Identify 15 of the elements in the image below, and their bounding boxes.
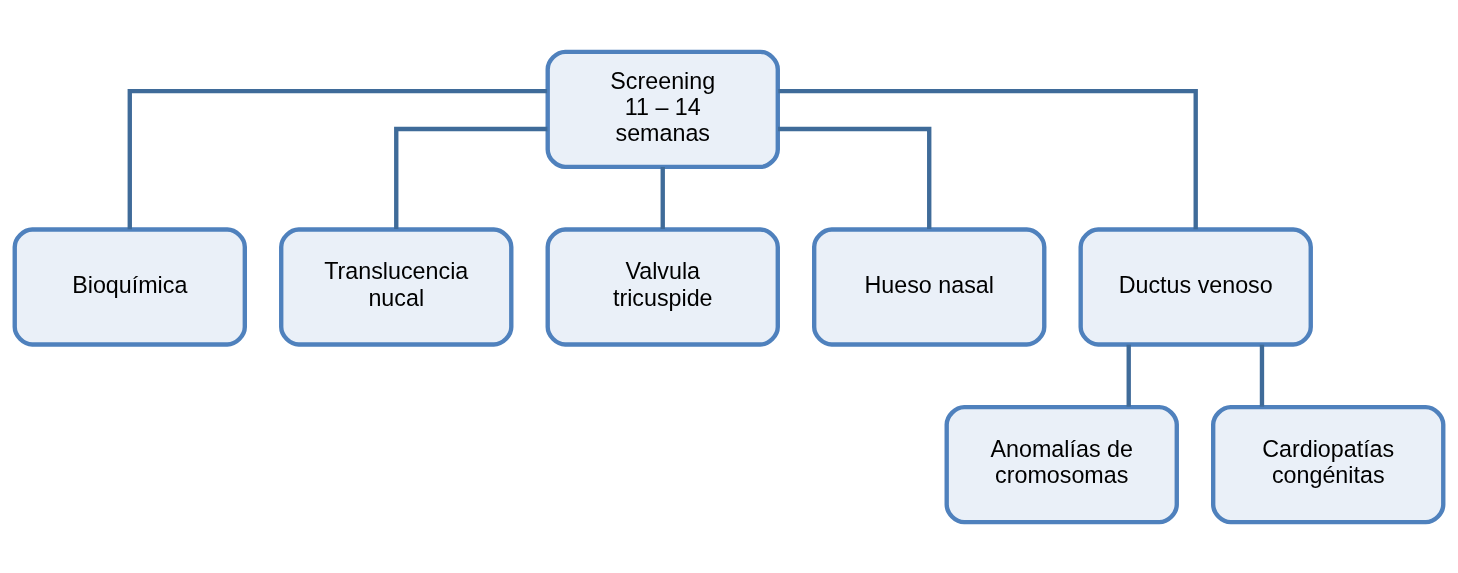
node-box: Hueso nasal — [812, 226, 1047, 347]
connector — [660, 166, 665, 229]
node-box: Translucencia nucal — [279, 226, 514, 347]
connector — [778, 88, 1198, 229]
node-box: Screening 11 – 14 semanas — [545, 49, 780, 169]
connector — [1259, 344, 1265, 407]
node-box: Anomalías de cromosomas — [944, 404, 1179, 524]
connector — [127, 88, 548, 229]
connector — [778, 126, 932, 229]
node-box: Valvula tricuspide — [545, 226, 780, 347]
node-box: Cardiopatías congénitas — [1211, 404, 1446, 524]
node-box: Ductus venoso — [1078, 226, 1313, 347]
connector — [1126, 344, 1131, 407]
node-box: Bioquímica — [12, 226, 247, 347]
connector — [394, 126, 548, 229]
